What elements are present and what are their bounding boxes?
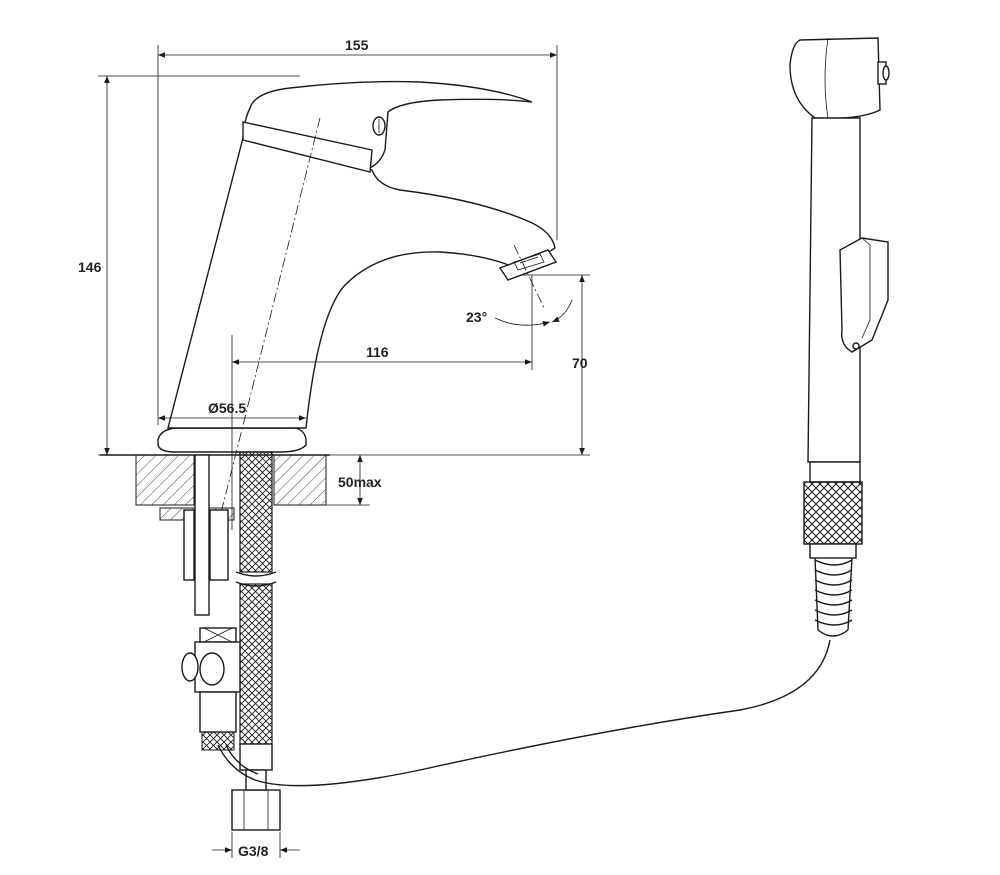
faucet-body [157,80,558,526]
dim-overall-height: 146 [78,259,102,275]
dim-spout-reach: 116 [366,344,389,360]
dim-base-diameter: Ø56.5 [208,400,246,416]
hand-shower [789,37,890,637]
shower-hose [217,639,831,787]
dim-mount-thickness: 50max [338,474,382,490]
dim-spout-angle: 23° [466,309,487,325]
dimensions: 155 146 116 70 Ø56.5 23° 50max G3/8 [78,37,590,859]
dim-spout-height: 70 [572,355,588,371]
mounting-hardware [181,451,281,831]
dim-overall-width: 155 [345,37,369,53]
dim-thread: G3/8 [238,843,269,859]
